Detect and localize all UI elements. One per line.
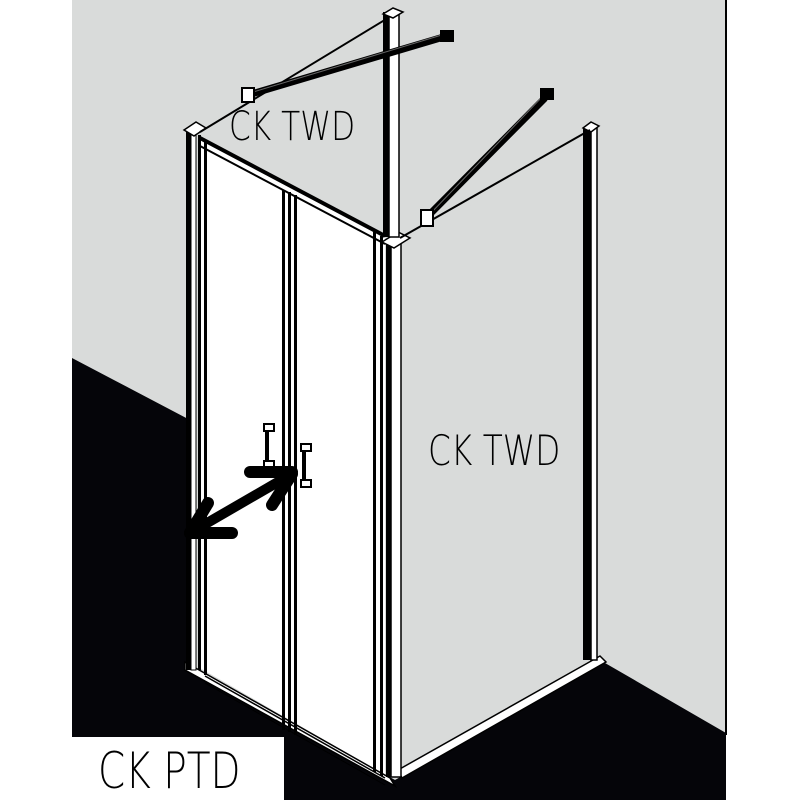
stabilizer-bar-left [241, 30, 454, 103]
opening-direction-arrow-icon [184, 466, 298, 539]
back-panel-frame [199, 7, 591, 239]
label-front-door: CK PTD [98, 742, 241, 800]
floor [72, 358, 726, 800]
label-side-panel: CK TWD [428, 426, 561, 475]
stabilizer-bar-right [420, 88, 554, 227]
side-panel [397, 121, 608, 780]
door-handles [263, 423, 312, 488]
label-back-panel: CK TWD [229, 104, 356, 150]
label-box [72, 737, 284, 800]
front-door [182, 121, 412, 789]
